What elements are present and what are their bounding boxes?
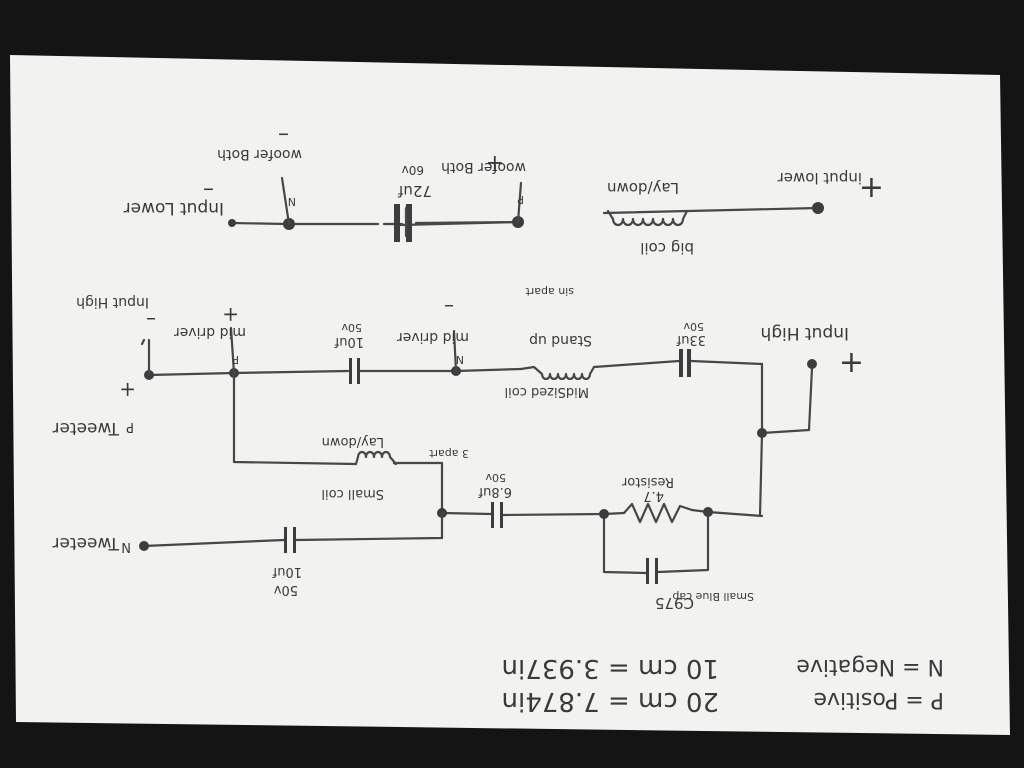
label-n-woofer: N	[288, 195, 296, 208]
cap-6_8uf-plate-a	[500, 502, 503, 528]
cap-10uf-tw-plate-b	[284, 527, 287, 553]
label-woofer-p-plus: +	[486, 150, 504, 175]
mid-tweeter-network	[139, 326, 817, 584]
label-smallcoil: Small coil	[321, 486, 384, 501]
label-mid-driver-p: mid driver	[174, 324, 246, 340]
label-mid-driver-n: mid driver	[397, 329, 469, 345]
label-mid-n: N	[456, 353, 464, 366]
cap-33uf-plate-a	[687, 349, 691, 377]
big-coil-symbol	[606, 209, 689, 227]
node-res-right	[703, 507, 713, 517]
label-mid-p: P	[232, 353, 239, 366]
handwritten-labels: + input lower Lay/down big coil + woofer…	[52, 122, 944, 716]
cap-10uf-mid-plate-a	[357, 358, 360, 384]
label-tweeter-n-letter: N	[121, 539, 131, 554]
label-standup: Stand up	[529, 332, 592, 348]
cap-72uf-plate-a	[406, 204, 412, 242]
label-tweeter-n: Tweeter	[52, 533, 120, 553]
node-tweeter-n	[139, 541, 149, 551]
label-10-50v: 50v	[341, 321, 362, 334]
label-conv-10cm: 10 cm = 3.937in	[502, 653, 719, 683]
label-6-8-50v: 50v	[485, 471, 506, 484]
label-input-high-minus: Input High	[76, 294, 149, 310]
label-conv-20cm: 20 cm = 7.874in	[502, 686, 719, 716]
cap-10uf-mid-plate-b	[349, 358, 352, 384]
label-cap-33uf: 33uf	[676, 332, 706, 347]
label-woofer-n-minus: –	[278, 122, 289, 147]
label-mid-p-plus: +	[222, 303, 239, 327]
label-woofer-n: woofer Both	[217, 146, 302, 162]
label-res-value: 4.7	[643, 488, 664, 503]
node-input-high-plus	[807, 359, 817, 369]
label-p-woofer: P	[517, 193, 524, 206]
paper-sheet	[10, 55, 1010, 735]
label-legend-n: N = Negative	[796, 654, 944, 679]
label-sin-apart: sin apart	[525, 285, 574, 298]
label-resistor: Resistor	[621, 474, 674, 489]
label-input-lower-minus: Input Lower	[124, 198, 224, 218]
label-tw-50v: 50v	[273, 582, 298, 597]
cap-10uf-tw-plate-a	[293, 527, 296, 553]
label-mid-n-minus: –	[444, 295, 454, 319]
cap-33uf-plate-b	[679, 349, 683, 377]
label-cap-10uf-mid: 10uf	[334, 334, 364, 349]
node-junction-right	[757, 428, 767, 438]
label-bigcoil: big coil	[640, 239, 694, 257]
label-laydown-small: Lay/down	[322, 434, 384, 449]
label-cap-6-8uf: 6.8uf	[478, 484, 512, 499]
label-plus-input-lower: +	[859, 170, 884, 205]
label-input-high-plus-sign: +	[839, 345, 864, 380]
cap-c975-plate-b	[646, 558, 649, 584]
label-woofer-p: woofer Both	[441, 159, 526, 175]
label-cap-10uf-tw: 10uf	[272, 564, 302, 579]
label-legend-p: P = Positive	[814, 687, 945, 712]
node-input-lower-minus	[228, 219, 236, 227]
label-c975: C975	[655, 594, 694, 612]
label-midsized-coil: MidSized coil	[505, 384, 589, 399]
label-33-50v: 50v	[683, 320, 704, 333]
label-input-high-minus-sign: –	[146, 308, 156, 332]
label-laydown-big: Lay/down	[607, 179, 679, 197]
label-cap-72uf: 72uf	[397, 182, 432, 200]
label-tweeter-p-letter: P	[126, 419, 134, 434]
node-cap-left	[599, 509, 609, 519]
label-tweeter-p-plus: +	[119, 378, 136, 402]
mid-coil-symbol	[519, 365, 596, 381]
cap-6_8uf-plate-b	[491, 502, 494, 528]
small-coil-symbol	[354, 450, 398, 466]
label-tweeter-p: Tweeter	[52, 418, 120, 438]
label-input-lower-minus-sign: –	[203, 177, 214, 202]
label-input-high-plus: Input High	[761, 323, 850, 343]
label-input-lower-plus: input lower	[777, 169, 862, 187]
woofer-branch	[228, 176, 824, 242]
label-small-blue-cap: Small Blue cap	[672, 590, 754, 603]
node-input-lower-plus	[812, 202, 824, 214]
label-3-apart: 3 apart	[429, 447, 469, 460]
cap-72uf-plate-b	[394, 204, 400, 242]
resistor-symbol	[622, 502, 694, 524]
rotated-drawing: + input lower Lay/down big coil + woofer…	[52, 122, 944, 716]
label-72-60v: 60v	[402, 163, 424, 177]
cap-c975-plate-a	[655, 558, 658, 584]
